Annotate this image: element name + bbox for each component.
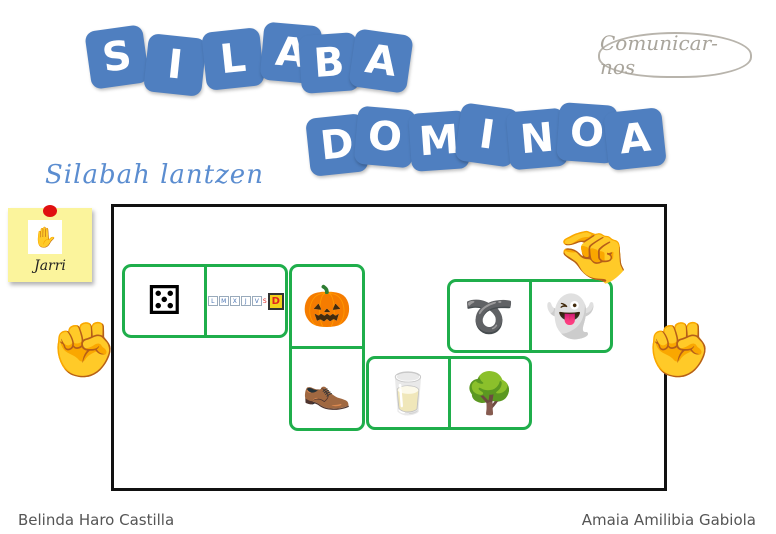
- weekday: M: [218, 296, 229, 306]
- weekdays-icon: L M X J V S D: [203, 267, 286, 335]
- domino-4[interactable]: ➰ 👻: [447, 279, 613, 353]
- title-tile: I: [143, 33, 207, 97]
- weekday: X: [229, 296, 240, 306]
- weekday: S: [262, 297, 267, 305]
- subtitle: Silabah lantzen: [45, 160, 264, 190]
- title-tile: L: [201, 27, 265, 91]
- weekday-highlighted: D: [267, 292, 284, 310]
- comunicar-nos-logo: Comunicar-nos: [598, 31, 752, 79]
- pin-icon: [43, 205, 57, 217]
- domino-2[interactable]: 🎃 👞: [289, 264, 365, 431]
- domino-3[interactable]: 🥛 🌳: [366, 356, 532, 430]
- author-left: Belinda Haro Castilla: [18, 511, 175, 529]
- title-tile: S: [84, 24, 150, 90]
- author-right: Amaia Amilibia Gabiola: [581, 511, 756, 529]
- note-label: Jarri: [34, 258, 66, 274]
- title-tile: A: [348, 28, 414, 94]
- glass-on-coaster-icon: 🥛: [383, 370, 434, 417]
- weekday-strip: L M X J V S D: [207, 292, 284, 310]
- title-tile: O: [353, 105, 417, 169]
- weekday: V: [251, 296, 262, 306]
- title-tile: A: [603, 107, 667, 171]
- tree-icon: 🌳: [447, 359, 530, 427]
- dice-five-icon: ⚄: [146, 278, 182, 324]
- left-hand-icon: ✊: [50, 318, 118, 381]
- grabbing-hand-icon: 🤏: [555, 221, 630, 291]
- right-hand-icon: ✊: [645, 318, 713, 381]
- domino-1[interactable]: ⚄ L M X J V S D: [122, 264, 288, 338]
- ghost-icon: 👻: [528, 282, 611, 350]
- weekday: J: [240, 296, 251, 306]
- weekday: L: [207, 296, 218, 306]
- rubber-band-icon: ➰: [464, 293, 515, 340]
- shoe-icon: 👞: [292, 346, 362, 428]
- place-pictogram-icon: ✋: [28, 220, 62, 254]
- pumpkin-icon: 🎃: [302, 284, 352, 330]
